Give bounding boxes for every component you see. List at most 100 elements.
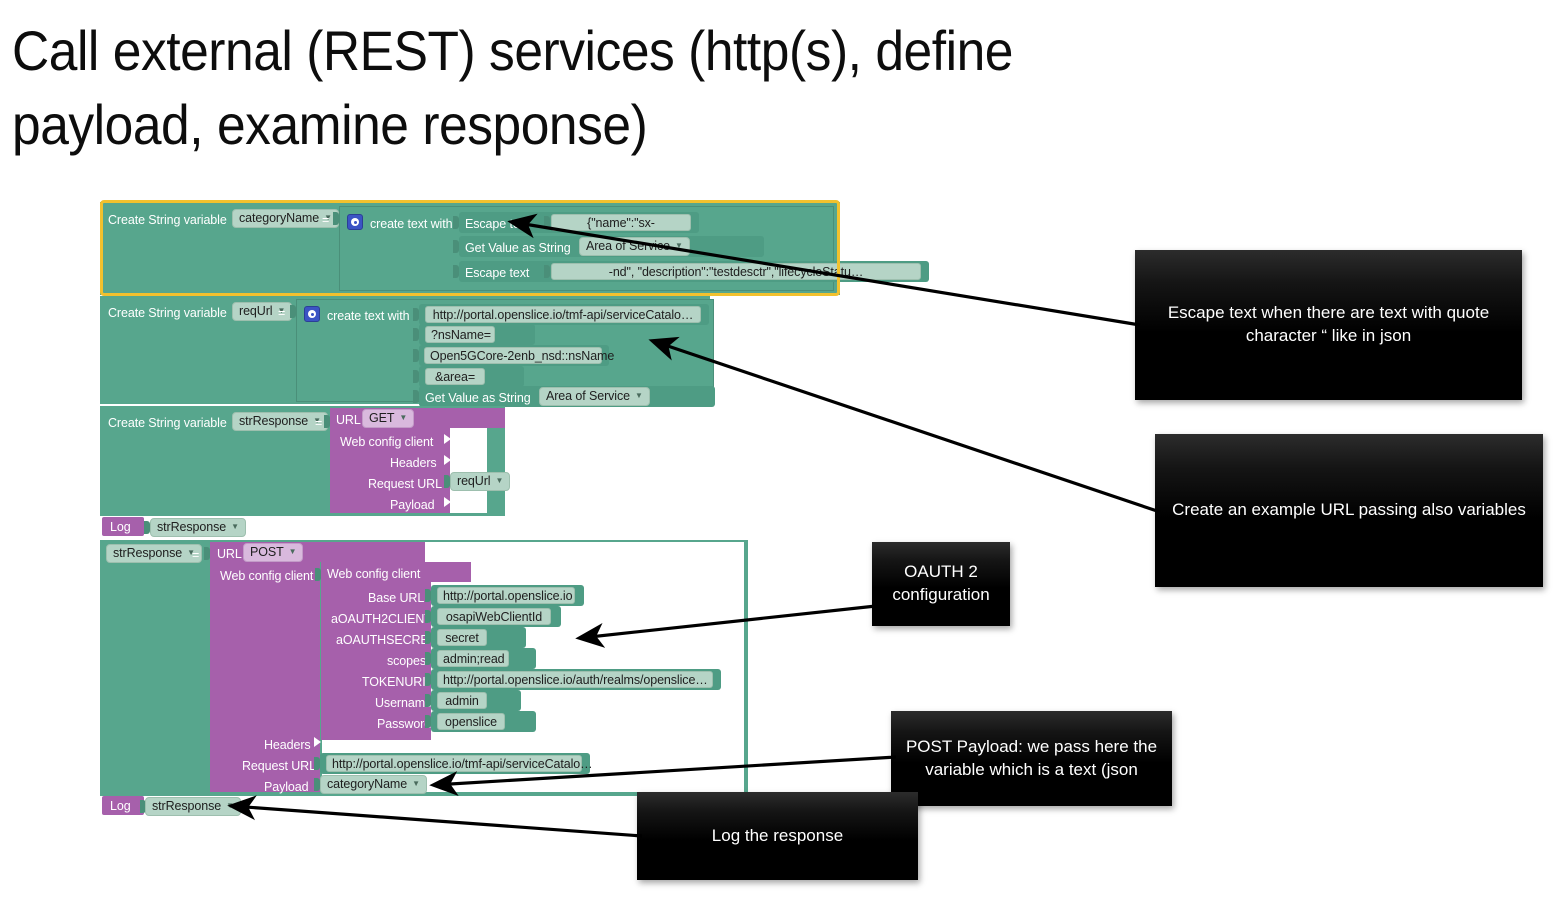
chevron-down-icon: ▼: [226, 801, 234, 811]
chevron-down-icon: ▼: [634, 391, 643, 401]
web-config-socket: [315, 568, 321, 581]
oauth-value-base-url[interactable]: http://portal.openslice.io: [437, 587, 575, 604]
field-row-request-url-post[interactable]: http://portal.openslice.io/tmf-api/servi…: [320, 753, 593, 774]
chevron-down-icon: ▼: [277, 306, 286, 316]
row-get-value-4[interactable]: Get Value as String Area of Service▼: [419, 386, 715, 407]
callout-escape-text: Escape text when there are text with quo…: [1135, 250, 1522, 400]
row-value-1[interactable]: Area of Service▼: [579, 237, 690, 256]
block-statement-label: Create String variable: [108, 213, 227, 227]
row-label-1: Get Value as String: [465, 241, 571, 255]
row-escape-text-0[interactable]: Escape text {"name":"sx-: [459, 212, 699, 233]
field-label-web-config-client-post: Web config client: [220, 569, 314, 583]
log-socket-get: [144, 521, 150, 534]
value-socket: [333, 212, 339, 225]
field-label-headers: Headers: [390, 456, 437, 470]
oauth-row-6[interactable]: openslice: [431, 711, 536, 732]
text-socket-2: [413, 349, 419, 362]
log-socket-post: [140, 800, 146, 813]
row-text-1[interactable]: ?nsName=: [419, 324, 535, 345]
chevron-down-icon: ▼: [674, 241, 683, 251]
oauth-row-4[interactable]: http://portal.openslice.io/auth/realms/o…: [431, 669, 721, 690]
value-socket-post: [204, 547, 210, 560]
row-value-0[interactable]: {"name":"sx-: [551, 214, 691, 231]
method-dropdown-post[interactable]: POST▼: [243, 543, 304, 562]
row-value-2[interactable]: -nd", "description":"testdesctr","lifecy…: [551, 263, 921, 280]
row-escape-text-2[interactable]: Escape text -nd", "description":"testdes…: [459, 261, 929, 282]
oauth-value-password[interactable]: openslice: [437, 713, 505, 730]
row-value-4[interactable]: Area of Service▼: [539, 387, 650, 406]
block-create-text-with-categoryname[interactable]: create text with Escape text {"name":"sx…: [339, 206, 929, 291]
oauth-row-2[interactable]: secret: [431, 627, 526, 648]
variable-dropdown-requrl[interactable]: reqUrl▼: [232, 302, 293, 321]
callout-text: Log the response: [711, 825, 844, 845]
row-value-2[interactable]: Open5GCore-2enb_nsd::nsName: [424, 347, 614, 364]
oauth-row-3[interactable]: admin;read: [431, 648, 536, 669]
text-socket-2: [453, 265, 459, 278]
field-socket-2: [444, 475, 450, 488]
field-socket-headers-post: [314, 737, 321, 747]
row-get-value-1[interactable]: Get Value as String Area of Service▼: [459, 236, 764, 257]
oauth-socket-4: [425, 673, 431, 686]
field-label-request-url-post: Request URL: [242, 759, 316, 773]
oauth-value-scopes[interactable]: admin;read: [437, 650, 509, 667]
oauth-row-5[interactable]: admin: [431, 690, 521, 711]
row-text-3[interactable]: &area=: [419, 366, 524, 387]
gear-icon[interactable]: [304, 306, 320, 322]
field-value-requrl[interactable]: reqUrl▼: [450, 472, 511, 491]
field-value-request-url-post[interactable]: http://portal.openslice.io/tmf-api/servi…: [326, 755, 593, 772]
callout-text: OAUTH 2 configuration: [892, 562, 990, 604]
block-create-string-requrl[interactable]: Create String variable reqUrl▼ = create …: [100, 296, 715, 407]
oauth-value-username[interactable]: admin: [437, 692, 487, 709]
text-socket-0: [413, 308, 419, 321]
row-text-0[interactable]: http://portal.openslice.io/tmf-api/servi…: [419, 304, 709, 325]
row-text-2[interactable]: Open5GCore-2enb_nsd::nsName: [419, 345, 614, 366]
callout-log-response: Log the response: [637, 792, 918, 880]
variable-dropdown-strresponse[interactable]: strResponse▼: [232, 412, 328, 431]
oauth-label-password: Password: [377, 717, 432, 731]
field-socket-0: [444, 434, 451, 444]
oauth-row-1[interactable]: osapiWebClientId: [431, 606, 561, 627]
variable-dropdown-categoryname[interactable]: categoryName▼: [232, 209, 339, 228]
block-log-post[interactable]: Log: [102, 796, 144, 815]
log-keyword: Log: [110, 799, 131, 813]
method-dropdown-get[interactable]: GET▼: [362, 409, 415, 428]
field-socket-request-url-post: [314, 757, 320, 770]
field-label-request-url: Request URL: [368, 477, 442, 491]
row-value-1[interactable]: ?nsName=: [425, 326, 495, 343]
inner-socket-2: [544, 265, 550, 278]
text-socket-4: [413, 390, 419, 403]
log-value-post[interactable]: strResponse▼: [145, 797, 241, 816]
oauth-label-username: Username: [375, 696, 432, 710]
oauth-label-secret: aOAUTHSECRET: [336, 633, 437, 647]
field-socket-payload-post: [314, 778, 320, 791]
row-value-0[interactable]: http://portal.openslice.io/tmf-api/servi…: [425, 306, 701, 323]
oauth-row-0[interactable]: http://portal.openslice.io: [431, 585, 584, 606]
row-value-3[interactable]: &area=: [425, 368, 485, 385]
log-value-get[interactable]: strResponse▼: [150, 518, 246, 537]
block-web-config-client[interactable]: [321, 562, 431, 740]
block-url-post[interactable]: [210, 542, 320, 792]
row-label-4: Get Value as String: [425, 391, 531, 405]
chevron-down-icon: ▼: [412, 779, 420, 789]
block-log-get[interactable]: Log: [102, 517, 144, 536]
block-create-string-categoryname[interactable]: Create String variable categoryName▼ = c…: [100, 202, 929, 295]
gear-icon[interactable]: [347, 214, 363, 230]
oauth-value-clientid[interactable]: osapiWebClientId: [437, 608, 551, 625]
variable-dropdown-strresponse-post[interactable]: strResponse▼: [106, 544, 202, 563]
block-create-string-strresponse-get[interactable]: Create String variable strResponse▼ = UR…: [100, 406, 511, 516]
block-statement-label: Create String variable: [108, 416, 227, 430]
web-config-client-title: Web config client: [327, 567, 421, 581]
block-strresponse-post[interactable]: strResponse▼ = URL POST▼ Web config clie…: [100, 540, 748, 796]
chevron-down-icon: ▼: [231, 522, 239, 532]
text-socket-3: [413, 370, 419, 383]
inner-socket-0: [544, 216, 550, 229]
equals-label: =: [322, 213, 330, 227]
block-create-text-with-requrl[interactable]: create text with http://portal.openslice…: [296, 299, 715, 407]
oauth-value-tokenuri[interactable]: http://portal.openslice.io/auth/realms/o…: [437, 671, 713, 688]
oauth-socket-3: [425, 652, 431, 665]
field-socket-3: [444, 497, 451, 507]
text-socket-0: [453, 216, 459, 229]
field-value-payload-categoryname[interactable]: categoryName▼: [320, 775, 427, 794]
oauth-label-scopes: scopes: [387, 654, 427, 668]
oauth-value-secret[interactable]: secret: [437, 629, 487, 646]
